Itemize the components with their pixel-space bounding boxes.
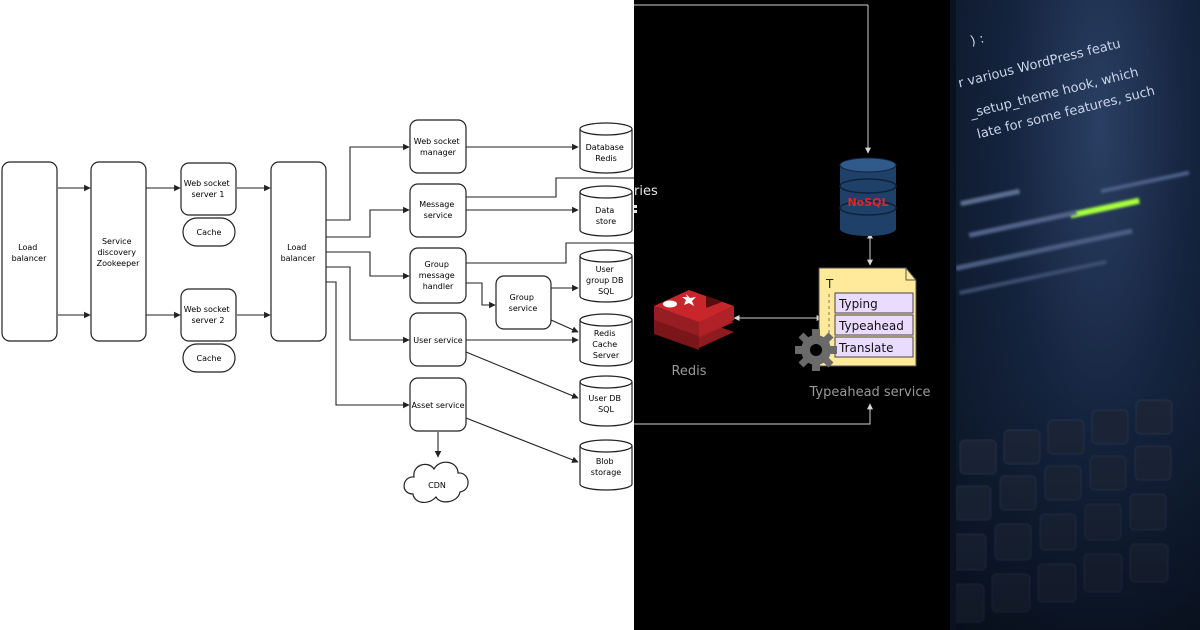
web-socket-server-1-box <box>180 162 237 216</box>
cdn-cloud <box>403 461 469 503</box>
database-redis-cylinder <box>579 122 633 174</box>
typing-item-label: Typing <box>838 297 878 311</box>
blob-storage-label: Blob storage <box>591 457 621 477</box>
translate-item-label: Translate <box>838 341 894 355</box>
load-balancer-left-box <box>1 161 58 342</box>
partial-dot-2 <box>634 210 637 213</box>
web-socket-manager-label: Web socket manager <box>414 137 462 157</box>
load-balancer-right-box <box>270 161 327 342</box>
user-service-label: User service <box>413 336 463 345</box>
group-message-handler-box <box>409 247 467 304</box>
user-db-label: User DB SQL <box>589 394 624 414</box>
typeahead-service-label: Typeahead service <box>809 385 931 400</box>
user-db-cylinder <box>579 375 633 427</box>
data-store-cylinder <box>579 185 633 237</box>
web-socket-server-2-label: Web socket server 2 <box>184 305 232 325</box>
web-socket-manager-box <box>409 119 467 174</box>
load-balancer-right-label: Load balancer <box>281 243 316 263</box>
partial-dot-1 <box>634 205 637 208</box>
photo-edge-shadow <box>950 0 956 630</box>
database-redis-label: Database Redis <box>586 143 627 163</box>
service-discovery-box <box>90 161 147 342</box>
typeahead-svg: ries NoSQL Redis T Typing Typeahead Tran… <box>634 4 931 425</box>
service-discovery-label: Service discovery Zookeeper <box>97 237 140 268</box>
redis-cache-cylinder <box>579 313 633 367</box>
web-socket-server-1-label: Web socket server 1 <box>184 179 232 199</box>
cache-2-box <box>182 343 236 373</box>
cache-1-label: Cache <box>197 228 222 237</box>
typeahead-connectors <box>634 4 873 425</box>
redis-label: Redis <box>671 364 706 379</box>
gear-icon <box>795 329 837 371</box>
code-line-1: ) : <box>969 31 986 49</box>
redis-logo-icon <box>654 290 734 350</box>
nosql-database-icon <box>839 157 897 236</box>
asset-service-box <box>409 377 467 432</box>
web-socket-server-2-box <box>180 288 237 342</box>
group-service-box <box>495 275 552 330</box>
partial-label: ries <box>634 184 658 199</box>
user-service-box <box>409 312 467 367</box>
typeahead-item-box <box>834 314 914 336</box>
user-group-db-cylinder <box>579 249 633 303</box>
typeahead-item-label: Typeahead <box>838 319 904 333</box>
screen-code: ) : r various WordPress featu _setup_the… <box>957 31 1157 142</box>
chat-architecture-svg: Load balancer Service discovery Zookeepe… <box>1 119 634 503</box>
asset-service-label: Asset service <box>411 401 464 410</box>
keyboard-shadow <box>950 380 1200 630</box>
typing-item-box <box>834 292 914 314</box>
group-message-handler-label: Group message handler <box>419 260 458 291</box>
group-service-label: Group service <box>509 293 538 313</box>
cache-2-label: Cache <box>197 354 222 363</box>
cache-1-box <box>182 217 236 247</box>
nosql-label: NoSQL <box>847 196 888 209</box>
user-group-db-label: User group DB SQL <box>586 265 626 296</box>
storage-cylinders <box>579 122 633 491</box>
load-balancer-left-label: Load balancer <box>12 243 47 263</box>
typeahead-diagram: ries NoSQL Redis T Typing Typeahead Tran… <box>634 0 950 630</box>
laptop-photo-svg: ) : r various WordPress featu _setup_the… <box>950 0 1200 630</box>
document-header-glyph: T <box>825 277 834 291</box>
connector-arrows <box>58 143 579 463</box>
connector-lines <box>466 177 634 264</box>
message-service-box <box>409 183 467 238</box>
laptop-code-photo: ) : r various WordPress featu _setup_the… <box>950 0 1200 630</box>
typeahead-document: T Typing Typeahead Translate <box>818 267 917 367</box>
chat-architecture-diagram: Load balancer Service discovery Zookeepe… <box>1 119 634 503</box>
message-service-label: Message service <box>419 200 457 220</box>
cdn-label: CDN <box>428 481 446 490</box>
blurred-code-bars <box>955 170 1190 295</box>
redis-cache-label: Redis Cache Server <box>592 329 620 360</box>
blob-storage-cylinder <box>579 439 633 491</box>
data-store-label: Data store <box>595 206 617 226</box>
